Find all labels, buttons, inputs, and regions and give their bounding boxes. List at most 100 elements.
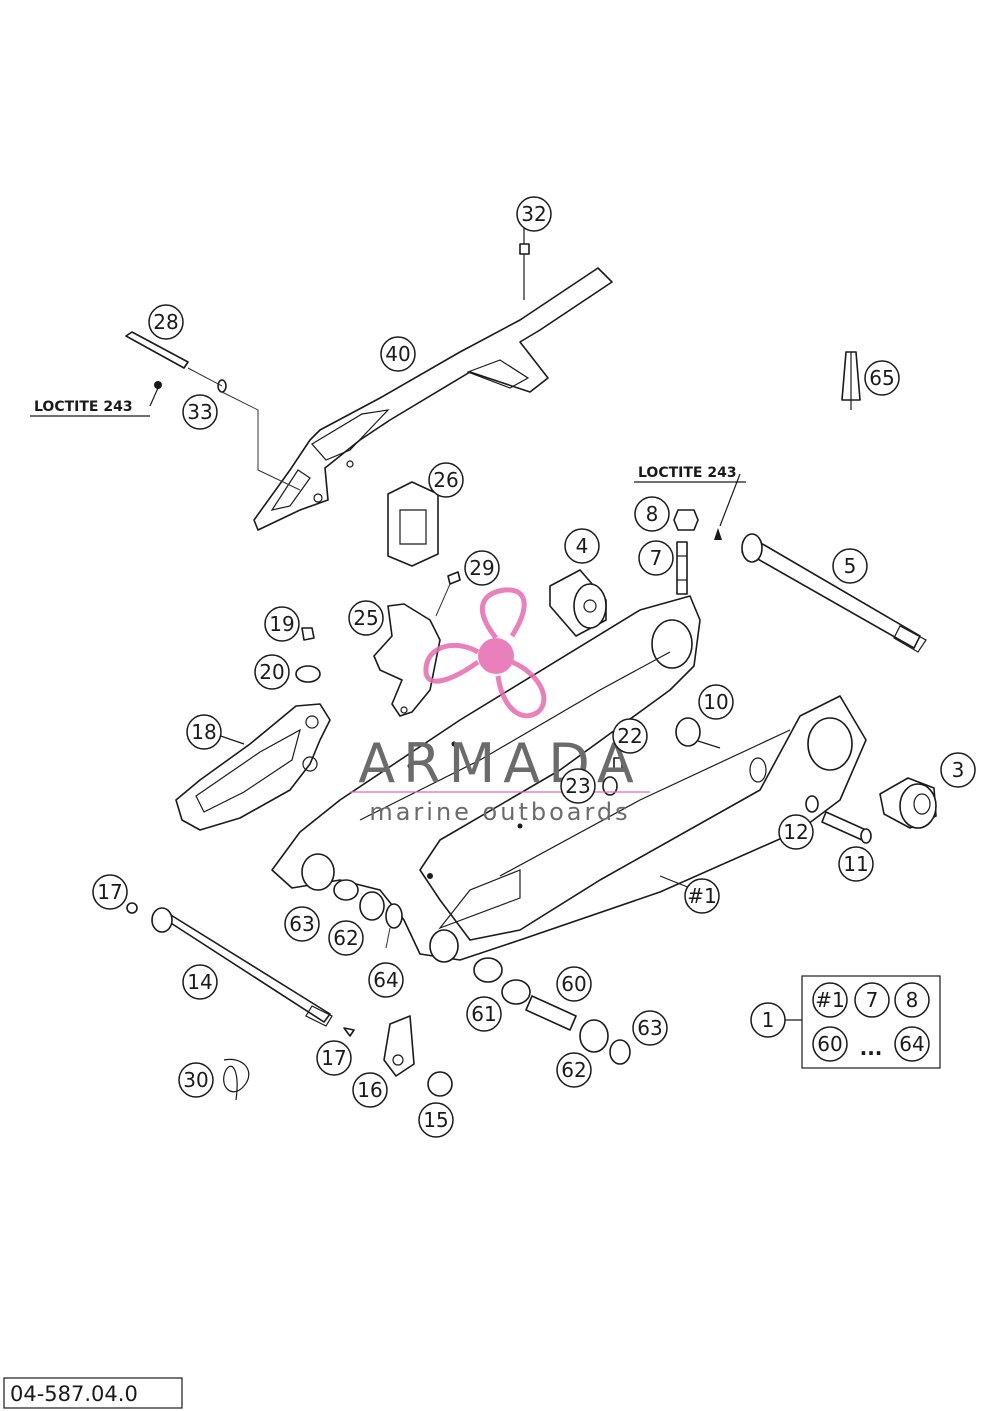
callout-circle — [92, 874, 128, 910]
callout-label: 10 — [703, 690, 728, 714]
callout-c19: 19 — [264, 606, 300, 642]
callout-label: 17 — [97, 880, 122, 904]
callout-circle — [556, 1052, 592, 1088]
screw-29-part — [447, 571, 461, 585]
callout-label: 65 — [869, 366, 894, 390]
kit-member-label: 8 — [906, 988, 919, 1012]
callout-c29: 29 — [464, 550, 500, 586]
callout-label: 22 — [617, 724, 642, 748]
callout-circle — [838, 846, 874, 882]
watermark-brand: ARMADA — [358, 732, 642, 795]
callout-label: 28 — [153, 310, 178, 334]
callout-circle — [750, 1002, 786, 1038]
callout-label: 60 — [561, 972, 586, 996]
callout-c65: 65 — [864, 360, 900, 396]
callout-c1: 1 — [750, 1002, 786, 1038]
callout-label: 32 — [521, 202, 546, 226]
callout-c62b: 62 — [556, 1052, 592, 1088]
leader-lines — [149, 226, 741, 889]
callout-circle — [634, 496, 670, 532]
bushing-3-part — [879, 777, 937, 829]
kit-member: #1 — [812, 982, 848, 1018]
callout-label: 12 — [783, 820, 808, 844]
callout-circle — [148, 304, 184, 340]
callout-circle — [698, 684, 734, 720]
callout-label: 5 — [844, 554, 857, 578]
screw-19-part — [301, 627, 315, 641]
bearing-60b-part — [501, 979, 531, 1005]
callout-c4: 4 — [564, 528, 600, 564]
kit-member-label: 60 — [817, 1032, 842, 1056]
bushing-62b-part — [579, 1019, 609, 1053]
callout-circle — [254, 654, 290, 690]
callout-circle — [940, 752, 976, 788]
callout-circle — [352, 1072, 388, 1108]
callout-circle — [380, 336, 416, 372]
callout-circle — [428, 462, 464, 498]
callout-label: 8 — [646, 502, 659, 526]
plug-10-part — [675, 717, 701, 747]
callout-circle — [832, 548, 868, 584]
cap-17b-part — [343, 1027, 355, 1037]
callout-circle — [564, 528, 600, 564]
callout-label: 15 — [423, 1108, 448, 1132]
callout-c33: 33 — [182, 394, 218, 430]
kit-member-label: #1 — [815, 988, 844, 1012]
callout-c7: 7 — [638, 540, 674, 576]
callout-c23: 23 — [560, 768, 596, 804]
callout-c10: 10 — [698, 684, 734, 720]
sleeve-60-part — [525, 995, 577, 1031]
callout-c17a: 17 — [92, 874, 128, 910]
callout-c11: 11 — [838, 846, 874, 882]
callout-label: 25 — [353, 606, 378, 630]
diagram-code-box — [3, 1377, 183, 1409]
callout-circle — [182, 394, 218, 430]
callout-circle — [612, 718, 648, 754]
callout-label: 64 — [373, 968, 398, 992]
cable-tie-30-part — [223, 1058, 250, 1101]
callout-c18: 18 — [186, 714, 222, 750]
callout-c20: 20 — [254, 654, 290, 690]
callout-c28: 28 — [148, 304, 184, 340]
callout-circle — [560, 768, 596, 804]
callout-c5: 5 — [832, 548, 868, 584]
watermark-tagline: marine outboards — [369, 798, 630, 826]
chain-slider-18-part — [175, 703, 331, 831]
callout-c63b: 63 — [632, 1010, 668, 1046]
callout-c8: 8 — [634, 496, 670, 532]
callout-label: 17 — [321, 1046, 346, 1070]
stud-7-part — [676, 541, 688, 595]
callout-label: 1 — [762, 1008, 775, 1032]
callout-c14: 14 — [182, 964, 218, 1000]
kit-box — [801, 975, 941, 1069]
callout-c40: 40 — [380, 336, 416, 372]
callout-c64: 64 — [368, 962, 404, 998]
seal-63b-part — [609, 1039, 631, 1065]
callout-c63a: 63 — [284, 906, 320, 942]
cap-20-part — [295, 665, 321, 683]
plate-16-part — [383, 1015, 415, 1077]
callout-circle — [178, 1062, 214, 1098]
callout-label: 7 — [650, 546, 663, 570]
callout-circle — [556, 966, 592, 1002]
callout-label: 30 — [183, 1068, 208, 1092]
callout-circle — [778, 814, 814, 850]
callout-label: 20 — [259, 660, 284, 684]
kit-member: 60 — [812, 1026, 848, 1062]
callout-label: 3 — [952, 758, 965, 782]
cap-17a-part — [126, 902, 138, 914]
kit-member-label: 64 — [899, 1032, 924, 1056]
callout-label: 23 — [565, 774, 590, 798]
kit-ellipsis: ... — [860, 1036, 883, 1060]
kit-member: 64 — [894, 1026, 930, 1062]
callout-label: 26 — [433, 468, 458, 492]
diagram-code: 04-587.04.0 — [10, 1382, 138, 1406]
chain-guard-part — [253, 267, 613, 531]
nut-23-part — [602, 776, 618, 796]
bushing-62a-part — [359, 891, 385, 921]
callout-circle — [284, 906, 320, 942]
callout-label: 14 — [187, 970, 212, 994]
callout-circle — [632, 1010, 668, 1046]
callout-label: 29 — [469, 556, 494, 580]
